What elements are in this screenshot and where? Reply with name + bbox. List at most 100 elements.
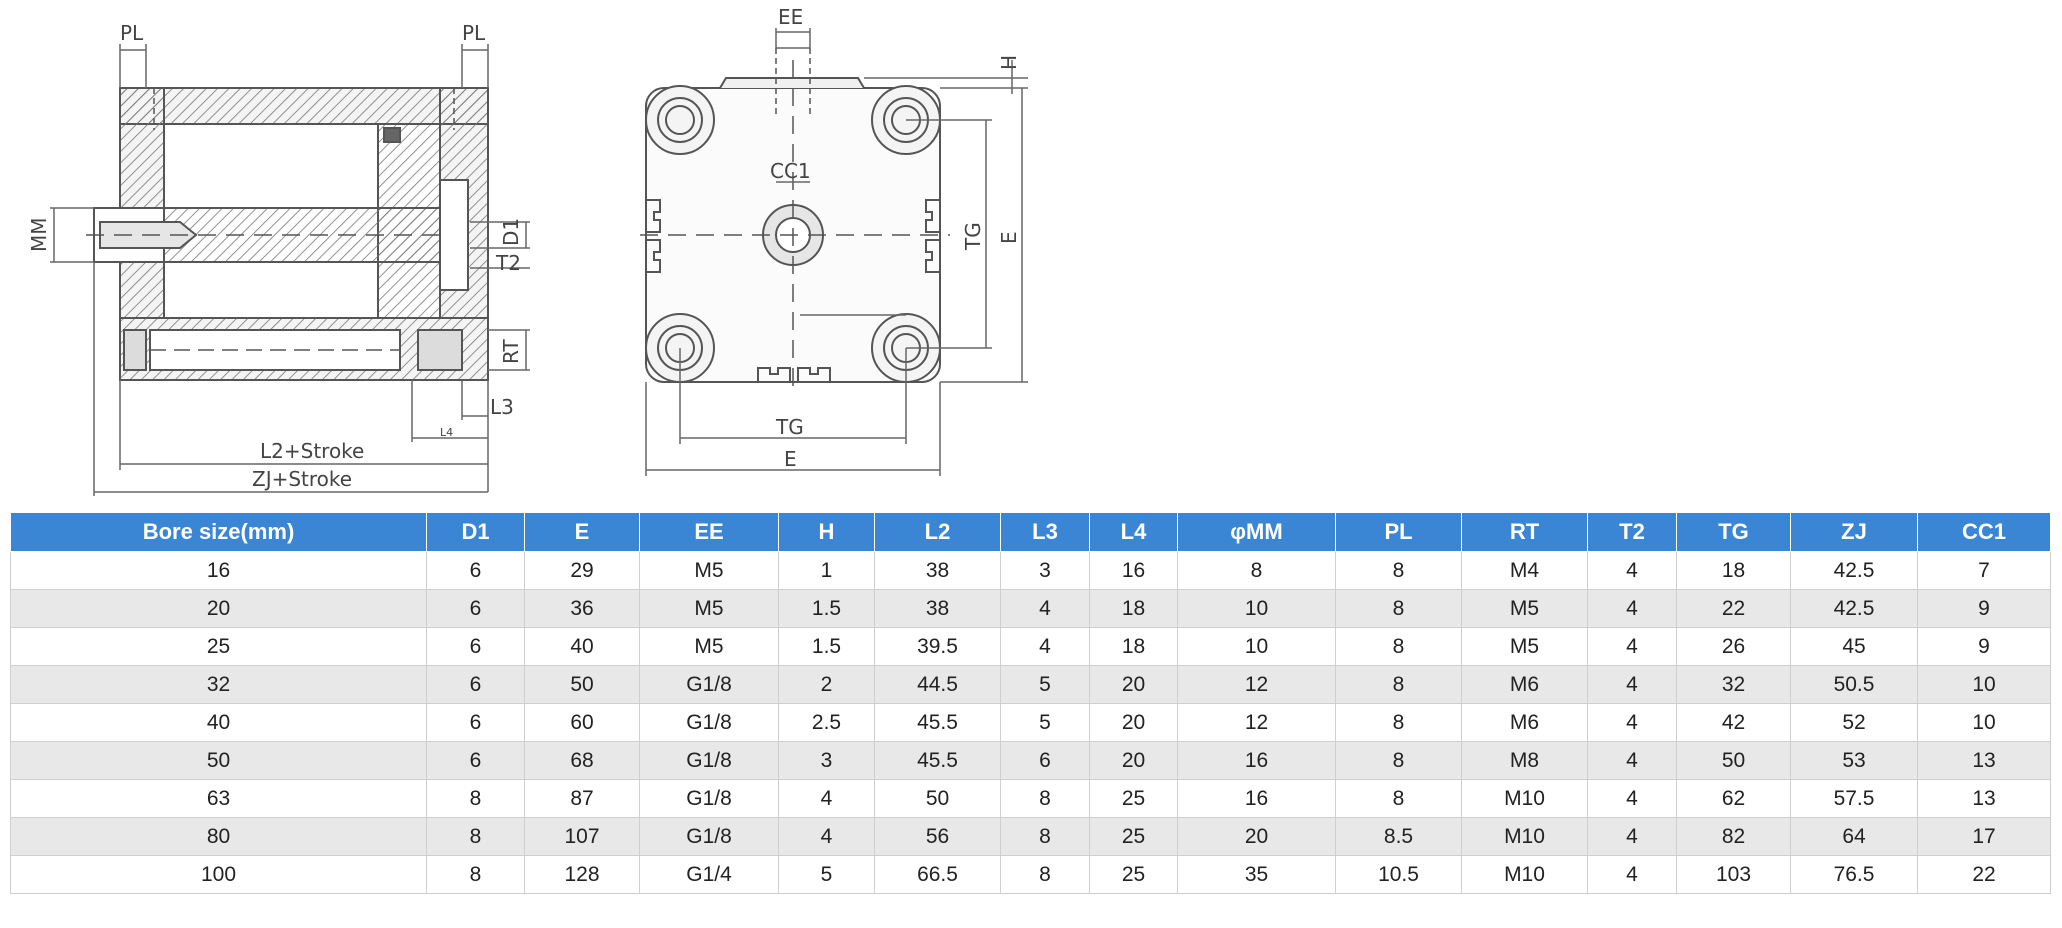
table-cell: 4 xyxy=(1587,817,1677,856)
e-label-horizontal: E xyxy=(784,447,797,471)
table-cell: 12 xyxy=(1177,665,1336,704)
table-cell: 6 xyxy=(426,627,525,666)
l4-label: L4 xyxy=(440,426,453,439)
table-cell: 50 xyxy=(874,779,1001,818)
table-cell: M6 xyxy=(1461,665,1588,704)
mm-label: MM xyxy=(27,217,51,252)
table-cell: 6 xyxy=(426,703,525,742)
table-cell: 5 xyxy=(1000,665,1090,704)
table-cell: 1 xyxy=(778,551,875,590)
table-cell: 53 xyxy=(1790,741,1918,780)
table-cell: 3 xyxy=(1000,551,1090,590)
table-cell: 16 xyxy=(10,551,427,590)
table-cell: 16 xyxy=(1177,779,1336,818)
table-cell: 10.5 xyxy=(1335,855,1462,894)
column-header: Bore size(mm) xyxy=(10,512,427,552)
table-cell: 10 xyxy=(1917,665,2051,704)
table-cell: 6 xyxy=(1000,741,1090,780)
table-cell: 4 xyxy=(1000,589,1090,628)
table-cell: 4 xyxy=(778,779,875,818)
table-cell: M10 xyxy=(1461,817,1588,856)
table-cell: 32 xyxy=(1676,665,1791,704)
table-cell: M8 xyxy=(1461,741,1588,780)
table-cell: 13 xyxy=(1917,779,2051,818)
table-cell: 6 xyxy=(426,589,525,628)
zj-stroke-label: ZJ+Stroke xyxy=(252,467,352,491)
table-cell: 76.5 xyxy=(1790,855,1918,894)
table-cell: 8 xyxy=(1335,741,1462,780)
table-cell: 128 xyxy=(524,855,640,894)
table-cell: 13 xyxy=(1917,741,2051,780)
column-header: T2 xyxy=(1587,512,1677,552)
table-cell: 4 xyxy=(1587,703,1677,742)
ee-label: EE xyxy=(778,5,803,29)
column-header: L3 xyxy=(1000,512,1090,552)
table-cell: 1.5 xyxy=(778,589,875,628)
table-cell: 4 xyxy=(1587,627,1677,666)
table-cell: 5 xyxy=(1000,703,1090,742)
column-header: CC1 xyxy=(1917,512,2051,552)
table-cell: 20 xyxy=(10,589,427,628)
table-cell: 57.5 xyxy=(1790,779,1918,818)
table-cell: 100 xyxy=(10,855,427,894)
d1-label: D1 xyxy=(499,218,523,246)
table-cell: 18 xyxy=(1676,551,1791,590)
table-cell: 8 xyxy=(426,855,525,894)
table-cell: 22 xyxy=(1917,855,2051,894)
table-cell: 2 xyxy=(778,665,875,704)
table-cell: 10 xyxy=(1917,703,2051,742)
tg-label-horizontal: TG xyxy=(775,415,804,439)
table-cell: 50 xyxy=(524,665,640,704)
column-header: D1 xyxy=(426,512,525,552)
table-cell: 20 xyxy=(1177,817,1336,856)
table-cell: 64 xyxy=(1790,817,1918,856)
table-cell: 35 xyxy=(1177,855,1336,894)
table-cell: 3 xyxy=(778,741,875,780)
table-cell: 45 xyxy=(1790,627,1918,666)
table-cell: 80 xyxy=(10,817,427,856)
table-cell: 45.5 xyxy=(874,703,1001,742)
table-cell: 25 xyxy=(1089,817,1178,856)
table-cell: M5 xyxy=(1461,589,1588,628)
table-cell: 26 xyxy=(1676,627,1791,666)
table-cell: 38 xyxy=(874,551,1001,590)
column-header: φMM xyxy=(1177,512,1336,552)
column-header: RT xyxy=(1461,512,1588,552)
cylinder-dimension-drawing: PL PL MM D1 T2 RT L3 L4 L2+Stroke ZJ+Str… xyxy=(27,5,1028,496)
table-cell: 39.5 xyxy=(874,627,1001,666)
table-cell: 40 xyxy=(524,627,640,666)
table-cell: M4 xyxy=(1461,551,1588,590)
table-cell: 25 xyxy=(10,627,427,666)
table-cell: 4 xyxy=(1587,855,1677,894)
table-cell: 45.5 xyxy=(874,741,1001,780)
table-cell: 66.5 xyxy=(874,855,1001,894)
table-cell: G1/8 xyxy=(639,779,779,818)
table-cell: 8 xyxy=(1335,703,1462,742)
table-cell: 42.5 xyxy=(1790,589,1918,628)
front-dimension-labels: EE H CC1 TG E TG E xyxy=(770,5,1021,471)
table-cell: 7 xyxy=(1917,551,2051,590)
table-cell: G1/8 xyxy=(639,741,779,780)
table-cell: 38 xyxy=(874,589,1001,628)
table-cell: 6 xyxy=(426,741,525,780)
table-cell: 8 xyxy=(426,817,525,856)
table-cell: 4 xyxy=(1587,665,1677,704)
t2-label: T2 xyxy=(495,251,521,275)
table-cell: G1/8 xyxy=(639,665,779,704)
table-cell: G1/4 xyxy=(639,855,779,894)
table-cell: 52 xyxy=(1790,703,1918,742)
table-cell: 8 xyxy=(1177,551,1336,590)
side-dimension-labels: PL PL MM D1 T2 RT L3 L4 L2+Stroke ZJ+Str… xyxy=(27,21,523,491)
table-cell: 4 xyxy=(1587,741,1677,780)
table-cell: M6 xyxy=(1461,703,1588,742)
table-cell: M10 xyxy=(1461,855,1588,894)
column-header: TG xyxy=(1676,512,1791,552)
